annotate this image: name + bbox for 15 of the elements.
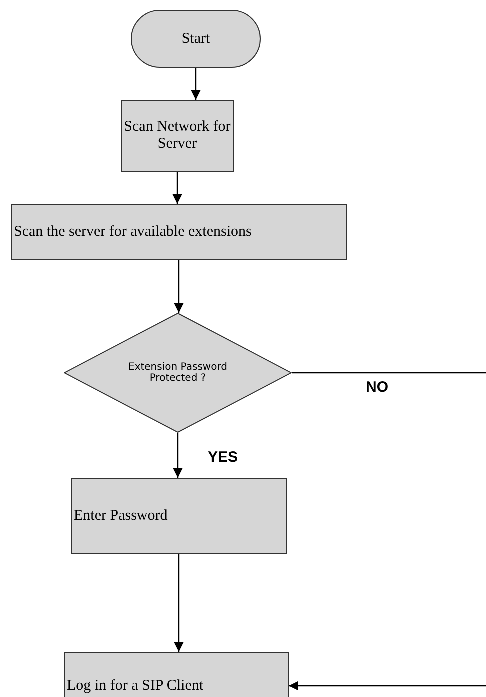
arrow [172, 172, 182, 204]
step-label: Scan the server for available extensions [13, 224, 252, 240]
step-label: Enter Password [73, 508, 168, 524]
step-label: Start [182, 30, 210, 48]
arrow [174, 260, 184, 313]
arrow [289, 681, 486, 691]
arrow [173, 433, 183, 478]
arrow [174, 554, 184, 652]
process-box [11, 204, 347, 260]
decision-text: Extension Password Protected ? [128, 362, 228, 384]
step-label: Scan Network for Server [123, 119, 232, 153]
arrow [191, 68, 201, 100]
step-label: Log in for a SIP Client [66, 678, 204, 694]
process-box [71, 478, 287, 554]
process-box [121, 100, 234, 172]
